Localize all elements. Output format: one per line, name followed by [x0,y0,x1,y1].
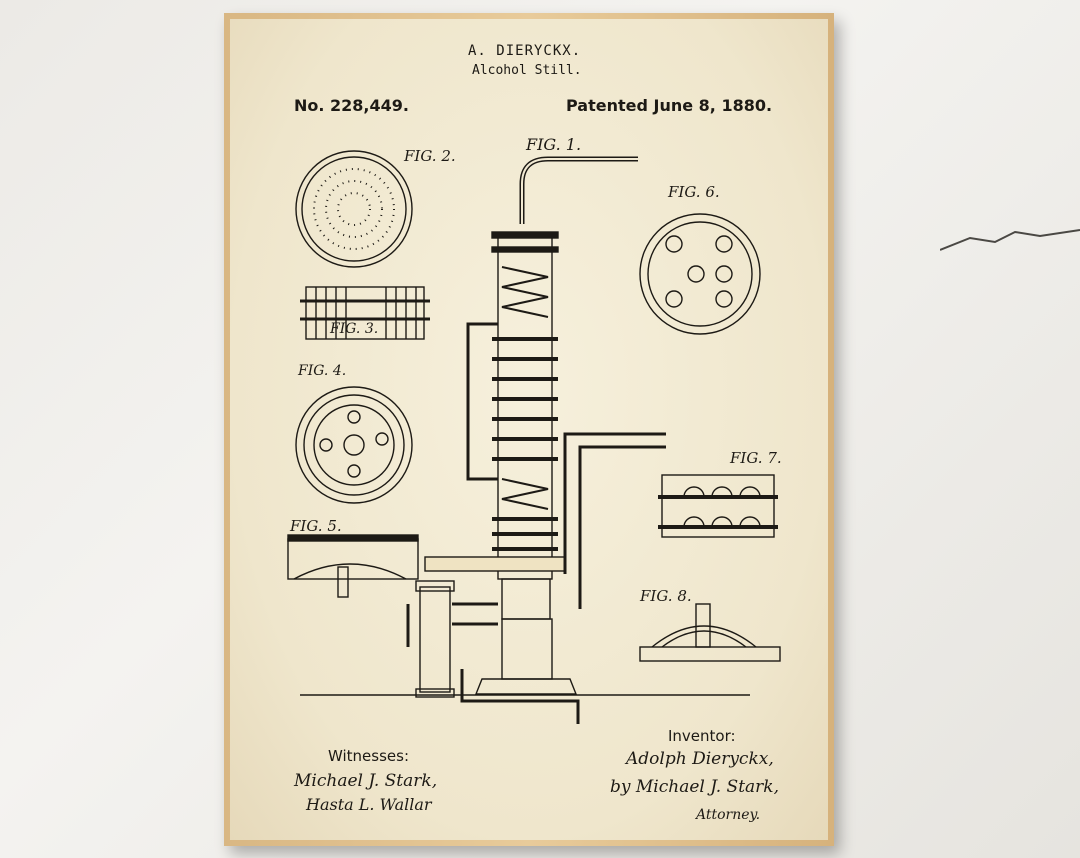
wall-crack [940,229,1080,251]
patent-title: Alcohol Still. [472,63,582,78]
inventor-label: Inventor: [668,727,736,745]
fig7-label: FIG. 7. [730,449,782,467]
witnesses-label: Witnesses: [328,747,410,765]
witness-signature-2: Hasta L. Wallar [306,795,432,814]
fig3-drawing [300,286,430,340]
inventor-signature: Adolph Dieryckx, [626,749,774,769]
fig1-drawing [300,156,750,724]
fig6-label: FIG. 6. [668,183,720,201]
patent-poster: A. DIERYCKX. Alcohol Still. No. 228,449.… [230,19,828,840]
fig2-drawing [295,150,413,268]
patent-number: No. 228,449. [294,96,409,115]
fig5-label: FIG. 5. [290,517,342,535]
fig4-label: FIG. 4. [298,363,347,379]
inventor-name-title: A. DIERYCKX. [468,43,582,59]
fig8-label: FIG. 8. [640,587,692,605]
still-drawing [287,150,781,724]
witness-signature-1: Michael J. Stark, [294,771,438,791]
fig8-drawing [639,603,781,662]
fig3-label: FIG. 3. [330,321,379,337]
attorney-signature: by Michael J. Stark, [610,777,779,797]
fig7-drawing [658,474,778,538]
fig2-label: FIG. 2. [404,147,456,165]
fig5-drawing [287,534,419,598]
fig1-label: FIG. 1. [526,135,582,154]
fig4-drawing [295,386,413,504]
patent-date: Patented June 8, 1880. [566,96,773,115]
attorney-label: Attorney. [696,807,761,823]
picture-frame: A. DIERYCKX. Alcohol Still. No. 228,449.… [224,13,834,846]
fig6-drawing [639,213,761,335]
